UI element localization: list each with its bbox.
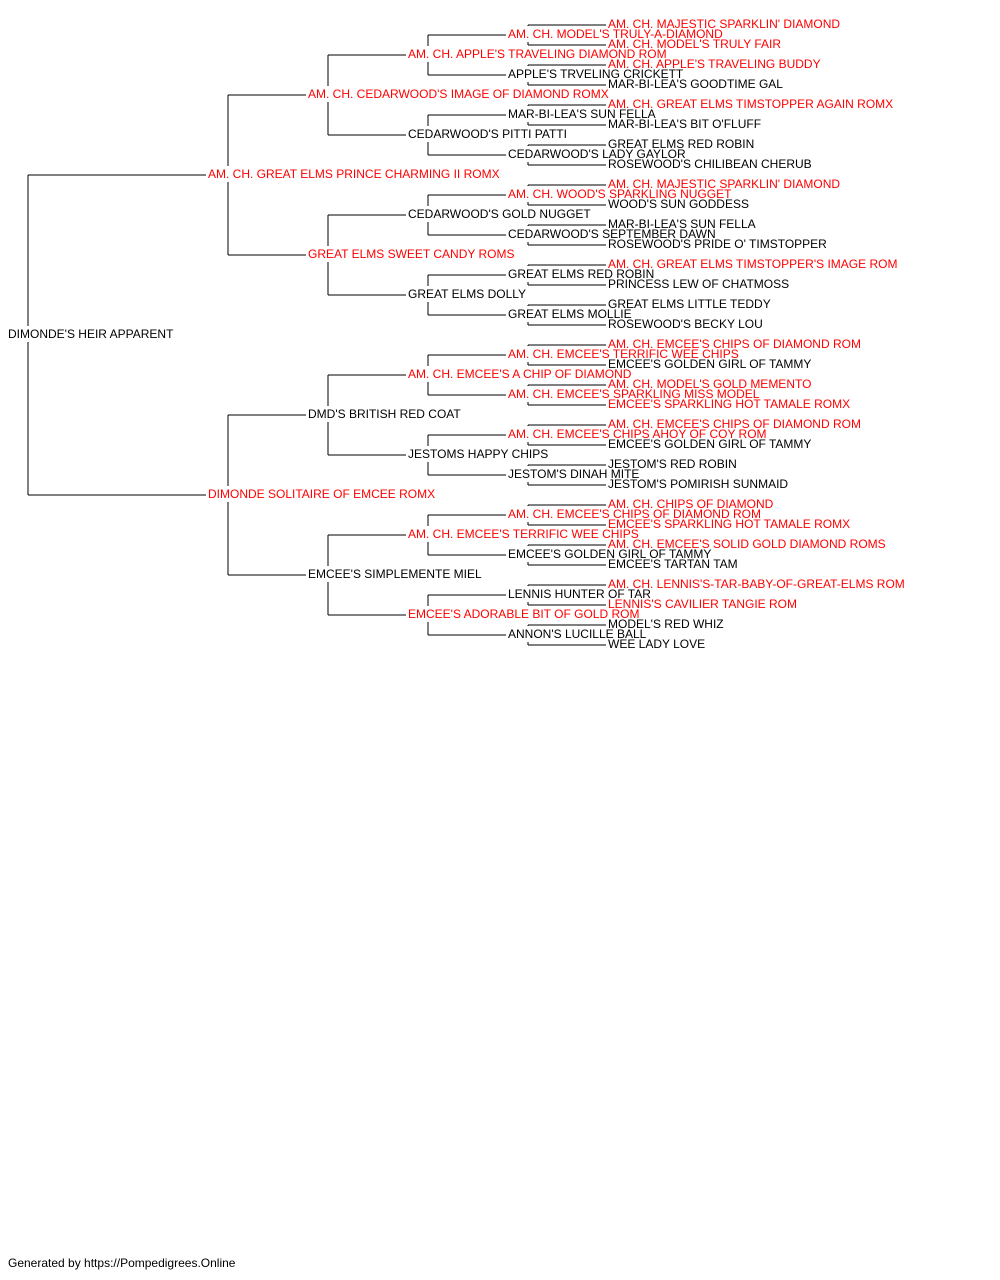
grandparent-name: AM. CH. CEDARWOOD'S IMAGE OF DIAMOND ROM… [308,87,609,101]
gen5-ancestor-name: AM. CH. CHIPS OF DIAMOND [608,497,774,511]
grandparent-name: DMD'S BRITISH RED COAT [308,407,461,421]
gen4-ancestor-name: APPLE'S TRVELING CRICKETT [508,67,684,81]
gen4-ancestor-name: GREAT ELMS MOLLIE [508,307,632,321]
gen5-ancestor-name: LENNIS'S CAVILIER TANGIE ROM [608,597,797,611]
gen4-ancestor-name: MAR-BI-LEA'S SUN FELLA [508,107,656,121]
gen5-ancestor-name: AM. CH. EMCEE'S CHIPS OF DIAMOND ROM [608,417,861,431]
gen5-ancestor-name: AM. CH. MAJESTIC SPARKLIN' DIAMOND [608,177,840,191]
gen5-ancestor-name: EMCEE'S GOLDEN GIRL OF TAMMY [608,357,811,371]
great-grandparent-name: GREAT ELMS DOLLY [408,287,526,301]
gen5-ancestor-name: EMCEE'S TARTAN TAM [608,557,738,571]
gen5-ancestor-name: GREAT ELMS RED ROBIN [608,137,754,151]
grandparent-name: EMCEE'S SIMPLEMENTE MIEL [308,567,482,581]
gen5-ancestor-name: AM. CH. APPLE'S TRAVELING BUDDY [608,57,821,71]
gen4-ancestor-name: AM. CH. WOOD'S SPARKLING NUGGET [508,187,732,201]
gen4-ancestor-name: AM. CH. EMCEE'S CHIPS AHOY OF COY ROM [508,427,767,441]
pedigree-labels: DIMONDE'S HEIR APPARENT AM. CH. GREAT ELM… [8,17,905,651]
great-grandparent-name: JESTOMS HAPPY CHIPS [408,447,548,461]
gen5-ancestor-name: EMCEE'S SPARKLING HOT TAMALE ROMX [608,397,850,411]
gen5-ancestor-name: AM. CH. MODEL'S GOLD MEMENTO [608,377,811,391]
great-grandparent-name: EMCEE'S ADORABLE BIT OF GOLD ROM [408,607,639,621]
great-grandparent-name: AM. CH. EMCEE'S TERRIFIC WEE CHIPS [408,527,639,541]
gen5-ancestor-name: EMCEE'S SPARKLING HOT TAMALE ROMX [608,517,850,531]
gen4-ancestor-name: AM. CH. EMCEE'S TERRIFIC WEE CHIPS [508,347,739,361]
gen4-ancestor-name: AM. CH. MODEL'S TRULY-A-DIAMOND [508,27,723,41]
great-grandparent-name: AM. CH. APPLE'S TRAVELING DIAMOND ROM [408,47,667,61]
gen5-ancestor-name: AM. CH. EMCEE'S CHIPS OF DIAMOND ROM [608,337,861,351]
subject-name: DIMONDE'S HEIR APPARENT [8,327,174,341]
gen4-ancestor-name: CEDARWOOD'S LADY GAYLOR [508,147,686,161]
gen4-ancestor-name: AM. CH. EMCEE'S SPARKLING MISS MODEL [508,387,760,401]
gen5-ancestor-name: AM. CH. EMCEE'S SOLID GOLD DIAMOND ROMS [608,537,886,551]
great-grandparent-name: CEDARWOOD'S GOLD NUGGET [408,207,591,221]
gen5-ancestor-name: AM. CH. GREAT ELMS TIMSTOPPER AGAIN ROMX [608,97,893,111]
gen4-ancestor-name: LENNIS HUNTER OF TAR [508,587,651,601]
great-grandparent-name: CEDARWOOD'S PITTI PATTI [408,127,567,141]
gen4-ancestor-name: AM. CH. EMCEE'S CHIPS OF DIAMOND ROM [508,507,761,521]
gen5-ancestor-name: WEE LADY LOVE [608,637,705,651]
pedigree-connector-lines [27,24,606,646]
parent-name: DIMONDE SOLITAIRE OF EMCEE ROMX [208,487,435,501]
gen5-ancestor-name: EMCEE'S GOLDEN GIRL OF TAMMY [608,437,811,451]
gen5-ancestor-name: JESTOM'S POMIRISH SUNMAID [608,477,788,491]
gen5-ancestor-name: WOOD'S SUN GODDESS [608,197,749,211]
parent-name: AM. CH. GREAT ELMS PRINCE CHARMING II RO… [208,167,500,181]
gen5-ancestor-name: GREAT ELMS LITTLE TEDDY [608,297,771,311]
gen5-ancestor-name: AM. CH. MODEL'S TRULY FAIR [608,37,781,51]
gen5-ancestor-name: JESTOM'S RED ROBIN [608,457,737,471]
gen5-ancestor-name: AM. CH. GREAT ELMS TIMSTOPPER'S IMAGE RO… [608,257,897,271]
gen5-ancestor-name: MAR-BI-LEA'S GOODTIME GAL [608,77,783,91]
gen4-ancestor-name: JESTOM'S DINAH MITE [508,467,639,481]
gen5-ancestor-name: ROSEWOOD'S CHILIBEAN CHERUB [608,157,812,171]
great-grandparent-name: AM. CH. EMCEE'S A CHIP OF DIAMOND [408,367,632,381]
gen4-ancestor-name: ANNON'S LUCILLE BALL [508,627,647,641]
gen5-ancestor-name: MAR-BI-LEA'S SUN FELLA [608,217,756,231]
grandparent-name: GREAT ELMS SWEET CANDY ROMS [308,247,514,261]
gen5-ancestor-name: ROSEWOOD'S PRIDE O' TIMSTOPPER [608,237,827,251]
gen4-ancestor-name: CEDARWOOD'S SEPTEMBER DAWN [508,227,716,241]
gen5-ancestor-name: MAR-BI-LEA'S BIT O'FLUFF [608,117,761,131]
gen5-ancestor-name: AM. CH. LENNIS'S-TAR-BABY-OF-GREAT-ELMS … [608,577,905,591]
gen5-ancestor-name: MODEL'S RED WHIZ [608,617,724,631]
gen4-ancestor-name: EMCEE'S GOLDEN GIRL OF TAMMY [508,547,711,561]
gen5-ancestor-name: AM. CH. MAJESTIC SPARKLIN' DIAMOND [608,17,840,31]
gen5-ancestor-name: PRINCESS LEW OF CHATMOSS [608,277,789,291]
footer-credit: Generated by https://Pompedigrees.Online [8,1256,236,1270]
gen5-ancestor-name: ROSEWOOD'S BECKY LOU [608,317,763,331]
gen4-ancestor-name: GREAT ELMS RED ROBIN [508,267,654,281]
